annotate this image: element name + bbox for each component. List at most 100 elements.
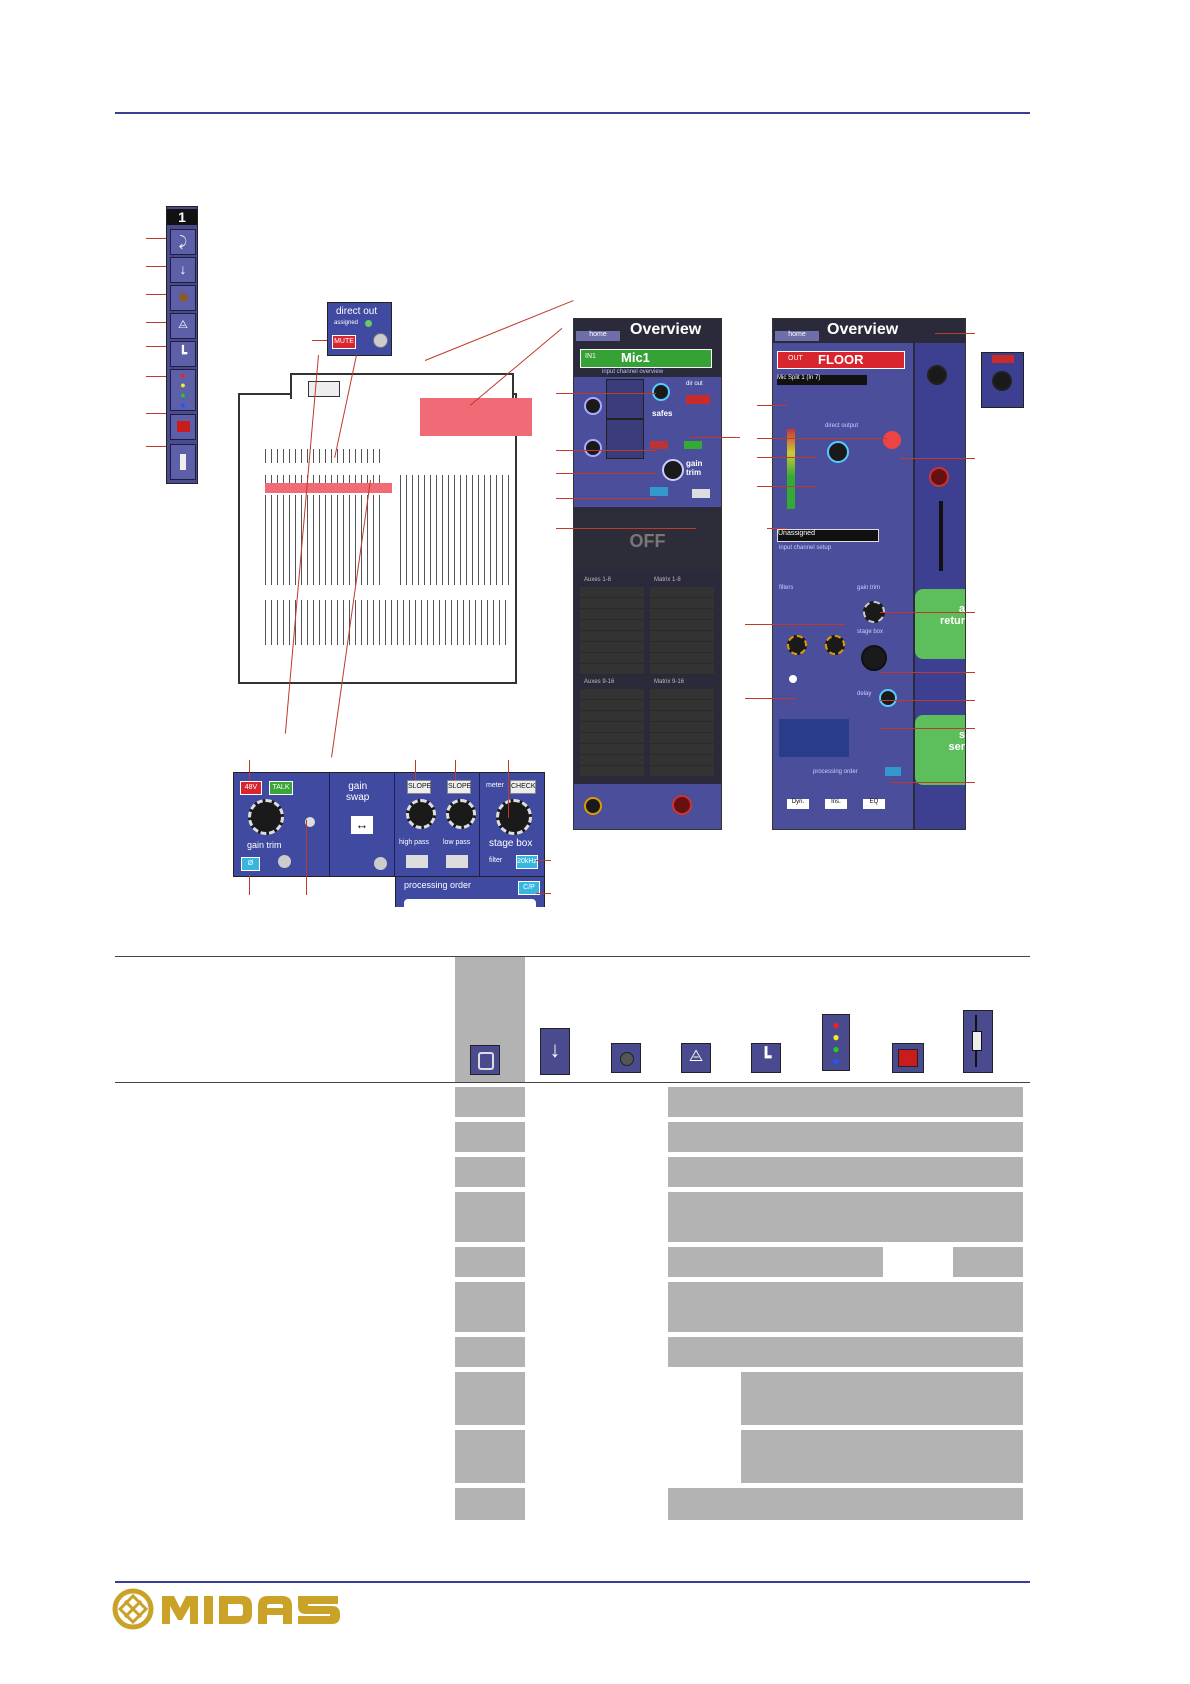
delay-knob[interactable]	[584, 397, 602, 415]
leader	[249, 875, 250, 895]
zoom-detail	[981, 352, 1024, 408]
filter-icon: ⨺	[681, 1043, 711, 1073]
direct-output-mute[interactable]	[883, 431, 901, 449]
leader	[757, 405, 787, 406]
console-highlight	[362, 483, 392, 493]
direct-output-knob[interactable]	[827, 441, 849, 463]
home-tab[interactable]: home	[775, 331, 819, 341]
high-pass-knob[interactable]	[406, 799, 436, 829]
console-strip-row	[265, 449, 385, 463]
talk-safe-button[interactable]	[684, 441, 702, 449]
strip-level-knob[interactable]	[929, 467, 949, 487]
zoom-mute[interactable]	[992, 355, 1014, 363]
gain-led	[305, 817, 315, 827]
channel-name: FLOOR	[818, 352, 864, 367]
home-tab[interactable]: home	[576, 331, 620, 341]
safes-icon[interactable]	[170, 285, 196, 311]
meter-bar	[787, 429, 795, 509]
pan-knob[interactable]	[584, 797, 602, 815]
channel-name-bar[interactable]: IN1 Mic1	[580, 349, 712, 368]
direct-out-title: direct out	[336, 306, 378, 317]
low-pass-label: low pass	[443, 839, 471, 846]
gain-trim-icon: ┗	[751, 1043, 781, 1073]
fader-icon[interactable]	[170, 444, 196, 480]
direct-out-icon[interactable]: ↓	[170, 257, 196, 283]
dyn-button[interactable]: Dyn.	[787, 799, 809, 809]
panel-divider	[329, 773, 330, 876]
processing-order-button-screen[interactable]	[885, 767, 901, 776]
gain-swap-button[interactable]: ↔	[351, 816, 373, 834]
leader	[880, 672, 975, 673]
strip-knob[interactable]	[927, 365, 947, 385]
table-cell	[741, 1430, 1023, 1483]
low-pass-knob[interactable]	[446, 799, 476, 829]
stage-box-knob[interactable]	[496, 799, 532, 835]
low-pass-enable-button[interactable]	[446, 855, 468, 868]
safe-button[interactable]	[650, 441, 668, 449]
overview-screen-right: home Overview OUT FLOOR Mic Split 1 (In …	[772, 318, 966, 830]
gain-trim-knob-screen[interactable]	[662, 459, 684, 481]
channel-name-bar[interactable]: OUT FLOOR	[777, 351, 905, 369]
stage-box-label-screen: stage box	[857, 629, 884, 635]
zoom-knob[interactable]	[992, 371, 1012, 391]
table-cell	[668, 1247, 883, 1277]
mute-icon[interactable]	[170, 414, 196, 440]
leader	[146, 266, 166, 267]
leader	[415, 760, 416, 780]
leader	[146, 413, 166, 414]
processing-order-button[interactable]: C/P	[518, 881, 540, 895]
high-pass-slope-button[interactable]: SLOPE	[407, 780, 431, 794]
trim-knob[interactable]	[584, 439, 602, 457]
phase-button-screen[interactable]	[650, 487, 668, 496]
gain-trim-label-screen: gain trim	[686, 459, 703, 477]
table-cell	[668, 1122, 1023, 1152]
check-button-screen[interactable]	[692, 489, 710, 498]
ins-button[interactable]: Ins.	[825, 799, 847, 809]
table-cell	[455, 1372, 525, 1425]
overview-subtitle: input channel overview	[602, 369, 664, 375]
dir-out-knob[interactable]	[652, 383, 670, 401]
talk-button[interactable]: TALK	[269, 781, 293, 795]
source-field[interactable]: Mic Split 1 (In 7)	[777, 375, 867, 385]
gain-trim-knob[interactable]	[248, 799, 284, 835]
leader	[556, 528, 696, 529]
check-button[interactable]: CHECK	[510, 780, 536, 794]
level-knob[interactable]	[672, 795, 692, 815]
dropdown[interactable]: Unassigned	[777, 529, 879, 542]
leader	[880, 700, 975, 701]
matrix-9-16-label: Matrix 9-16	[654, 679, 685, 685]
meter-icon[interactable]: ●●●●	[170, 369, 196, 411]
high-pass-enable-button[interactable]	[406, 855, 428, 868]
leader	[556, 473, 656, 474]
gain-swap-select-button[interactable]	[374, 857, 387, 870]
high-pass-knob-screen[interactable]	[787, 635, 807, 655]
stage-box-knob-screen[interactable]	[861, 645, 887, 671]
input-channel-setup-label: input channel setup	[779, 545, 832, 551]
gain-trim-icon[interactable]: ┗	[170, 341, 196, 367]
leader	[890, 782, 975, 783]
processing-order-panel: processing order C/P	[395, 876, 545, 907]
safes-label: safes	[652, 409, 673, 418]
strip-fader[interactable]	[939, 501, 943, 571]
direct-out-select-button[interactable]	[373, 333, 388, 348]
phantom-button[interactable]: 48V	[240, 781, 262, 795]
processing-order-label: processing order	[404, 880, 472, 890]
leader	[146, 346, 166, 347]
mute-button[interactable]: MUTE	[332, 335, 356, 349]
gain-select-button[interactable]	[278, 855, 291, 868]
channel-tag: OUT	[788, 355, 803, 362]
filter-button[interactable]: 20kHz	[516, 855, 538, 869]
table-cell	[455, 1192, 525, 1242]
auxes-9-16-label: Auxes 9-16	[584, 679, 615, 685]
eq-button[interactable]: EQ	[863, 799, 885, 809]
phase-button[interactable]: Ø	[241, 857, 260, 871]
gain-icon[interactable]: ⤸	[170, 229, 196, 255]
table-cell	[668, 1087, 1023, 1117]
delay-knob-screen[interactable]	[879, 689, 897, 707]
dir-out-mute-button[interactable]	[686, 395, 710, 404]
leader	[880, 612, 975, 613]
low-pass-knob-screen[interactable]	[825, 635, 845, 655]
leader	[556, 450, 656, 451]
low-pass-slope-button[interactable]: SLOPE	[447, 780, 471, 794]
filter-icon[interactable]: ⨺	[170, 313, 196, 339]
